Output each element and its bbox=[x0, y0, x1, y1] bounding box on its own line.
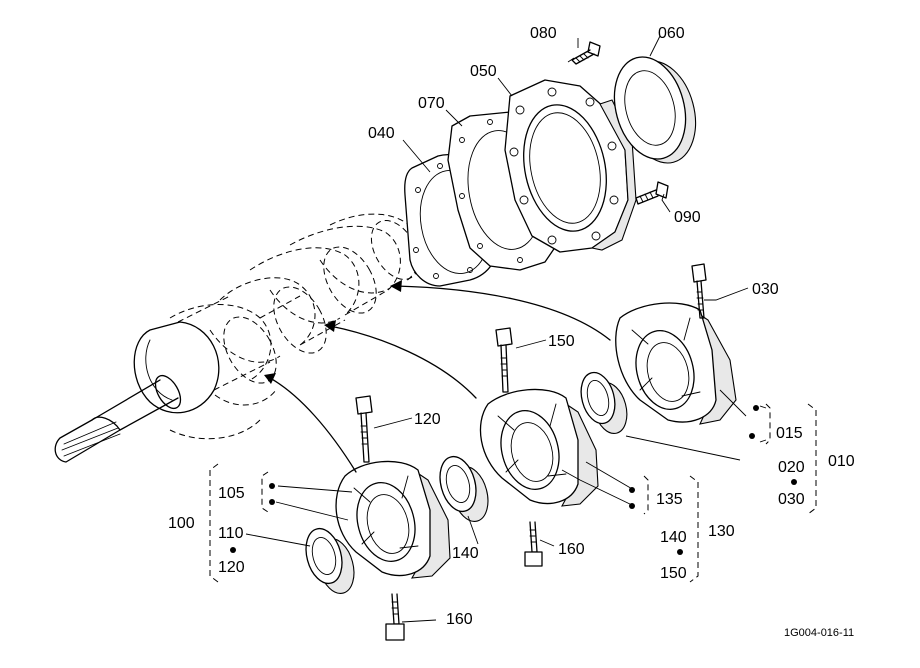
label-010: 010 bbox=[828, 453, 855, 470]
part-110-bushing bbox=[305, 527, 355, 594]
crankshaft bbox=[54, 213, 422, 463]
part-060-oil-seal bbox=[613, 56, 697, 164]
label-120-top: 120 bbox=[414, 411, 441, 428]
label-050: 050 bbox=[470, 63, 497, 80]
part-160-bolt bbox=[524, 521, 543, 567]
label-150: 150 bbox=[660, 565, 687, 582]
part-030-bolt bbox=[691, 263, 707, 319]
label-160-bottom: 160 bbox=[446, 611, 473, 628]
label-020: 020 bbox=[778, 459, 805, 476]
part-160-bolt-lower bbox=[385, 593, 405, 641]
part-labels: 060 080 050 070 040 090 030 150 120 015 … bbox=[168, 25, 855, 639]
part-130-bearing-case bbox=[479, 388, 599, 507]
leader-lines bbox=[245, 35, 767, 623]
label-105: 105 bbox=[218, 485, 245, 502]
label-030-top: 030 bbox=[752, 281, 779, 298]
label-120: 120 bbox=[218, 559, 245, 576]
label-040: 040 bbox=[368, 125, 395, 142]
part-140-bushing bbox=[439, 455, 489, 522]
label-150-top: 150 bbox=[548, 333, 575, 350]
figure-code: 1G004-016-11 bbox=[784, 627, 854, 639]
part-150-bolt bbox=[495, 327, 513, 393]
label-090: 090 bbox=[674, 209, 701, 226]
part-100-bearing-case bbox=[335, 460, 451, 579]
label-140: 140 bbox=[452, 545, 479, 562]
group-brackets bbox=[209, 403, 817, 583]
part-010-bearing-case bbox=[615, 302, 737, 425]
label-060: 060 bbox=[658, 25, 685, 42]
part-020-bushing bbox=[580, 371, 628, 435]
label-100: 100 bbox=[168, 515, 195, 532]
label-070: 070 bbox=[418, 95, 445, 112]
part-090-bolt bbox=[635, 181, 669, 205]
assembly-arrows bbox=[264, 280, 611, 473]
label-015: 015 bbox=[776, 425, 803, 442]
label-030: 030 bbox=[778, 491, 805, 508]
label-135: 135 bbox=[656, 491, 683, 508]
part-120-bolt bbox=[355, 395, 373, 463]
label-160-mid: 160 bbox=[558, 541, 585, 558]
bullet-dots bbox=[230, 405, 797, 555]
label-130: 130 bbox=[708, 523, 735, 540]
part-050-case-cover bbox=[504, 79, 637, 253]
label-110: 110 bbox=[218, 525, 244, 542]
label-140-group: 140 bbox=[660, 529, 687, 546]
part-080-bolt bbox=[571, 41, 601, 65]
label-080: 080 bbox=[530, 25, 557, 42]
